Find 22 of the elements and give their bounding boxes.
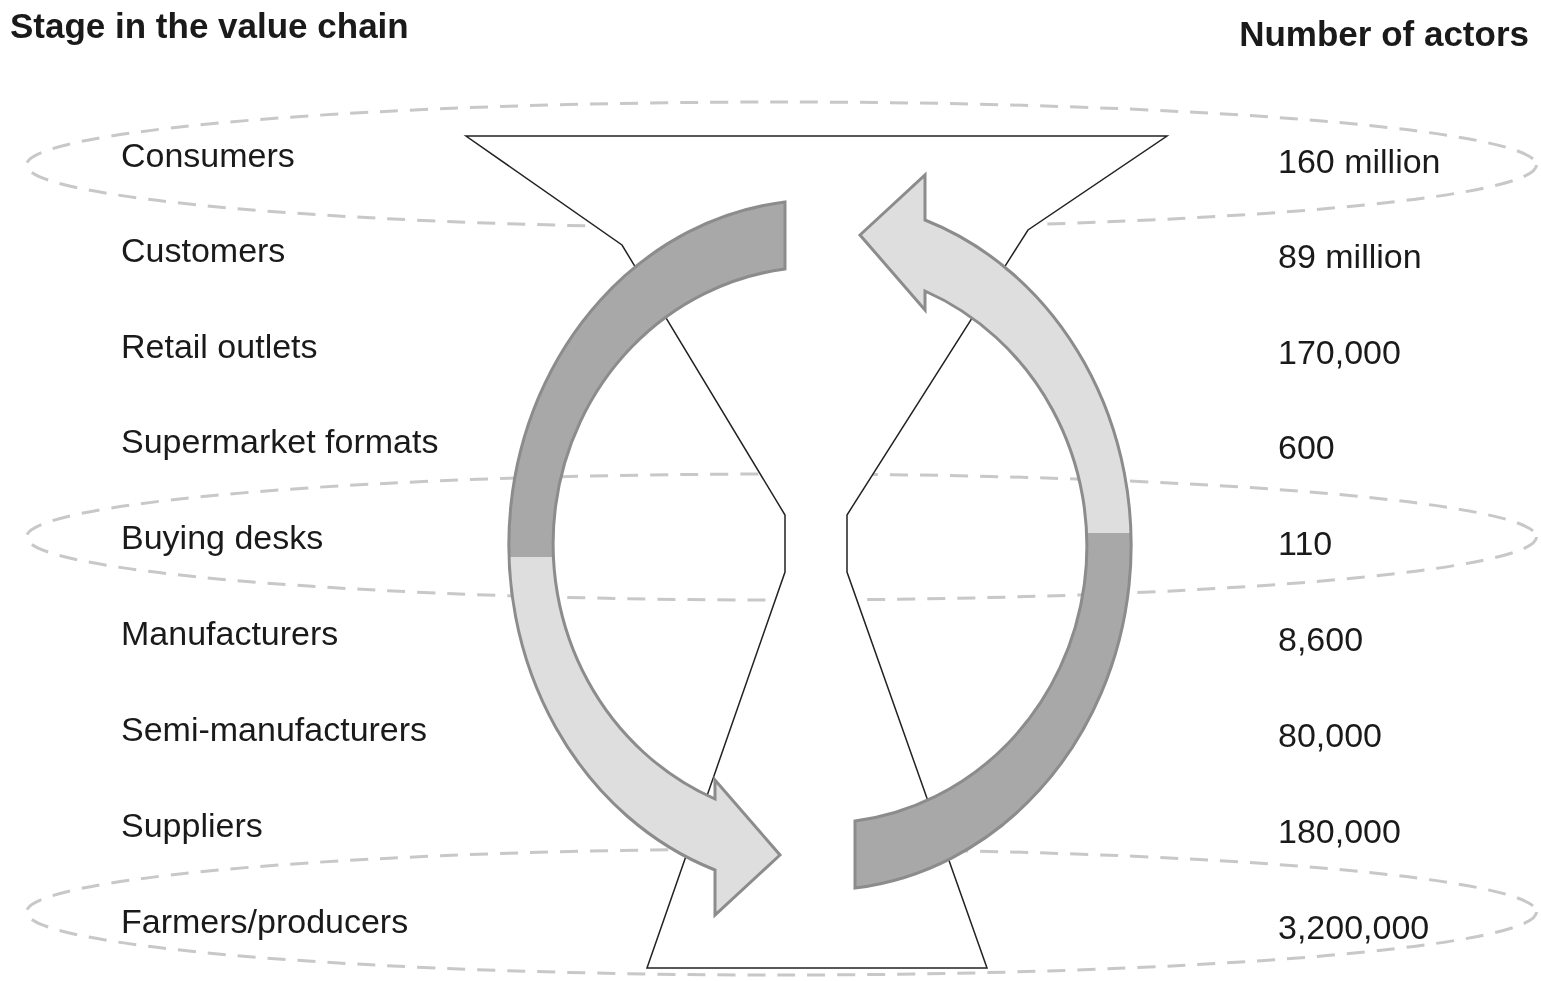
stage-name: Semi-manufacturers <box>121 712 428 746</box>
dashed-ellipse <box>25 472 1538 602</box>
actor-count: 89 million <box>1278 239 1422 273</box>
stage-name: Supermarket formats <box>121 424 439 458</box>
actor-count: 180,000 <box>1278 814 1401 848</box>
stage-name: Farmers/producers <box>121 904 409 938</box>
actor-count: 170,000 <box>1278 335 1401 369</box>
actor-count: 110 <box>1278 526 1333 560</box>
actor-count: 600 <box>1278 430 1335 464</box>
actor-count: 3,200,000 <box>1278 910 1430 944</box>
stage-name: Consumers <box>121 138 295 172</box>
actor-count: 80,000 <box>1278 718 1382 752</box>
column-heading: Stage in the value chain <box>10 8 409 43</box>
actor-count: 160 million <box>1278 144 1441 178</box>
column-heading: Number of actors <box>1239 16 1529 51</box>
dashed-ellipse <box>25 847 1538 977</box>
stage-name: Suppliers <box>121 808 263 842</box>
stage-name: Customers <box>121 233 286 267</box>
stage-name: Buying desks <box>121 520 324 554</box>
actor-count: 8,600 <box>1278 622 1364 656</box>
stage-name: Manufacturers <box>121 616 339 650</box>
stage-name: Retail outlets <box>121 329 318 363</box>
